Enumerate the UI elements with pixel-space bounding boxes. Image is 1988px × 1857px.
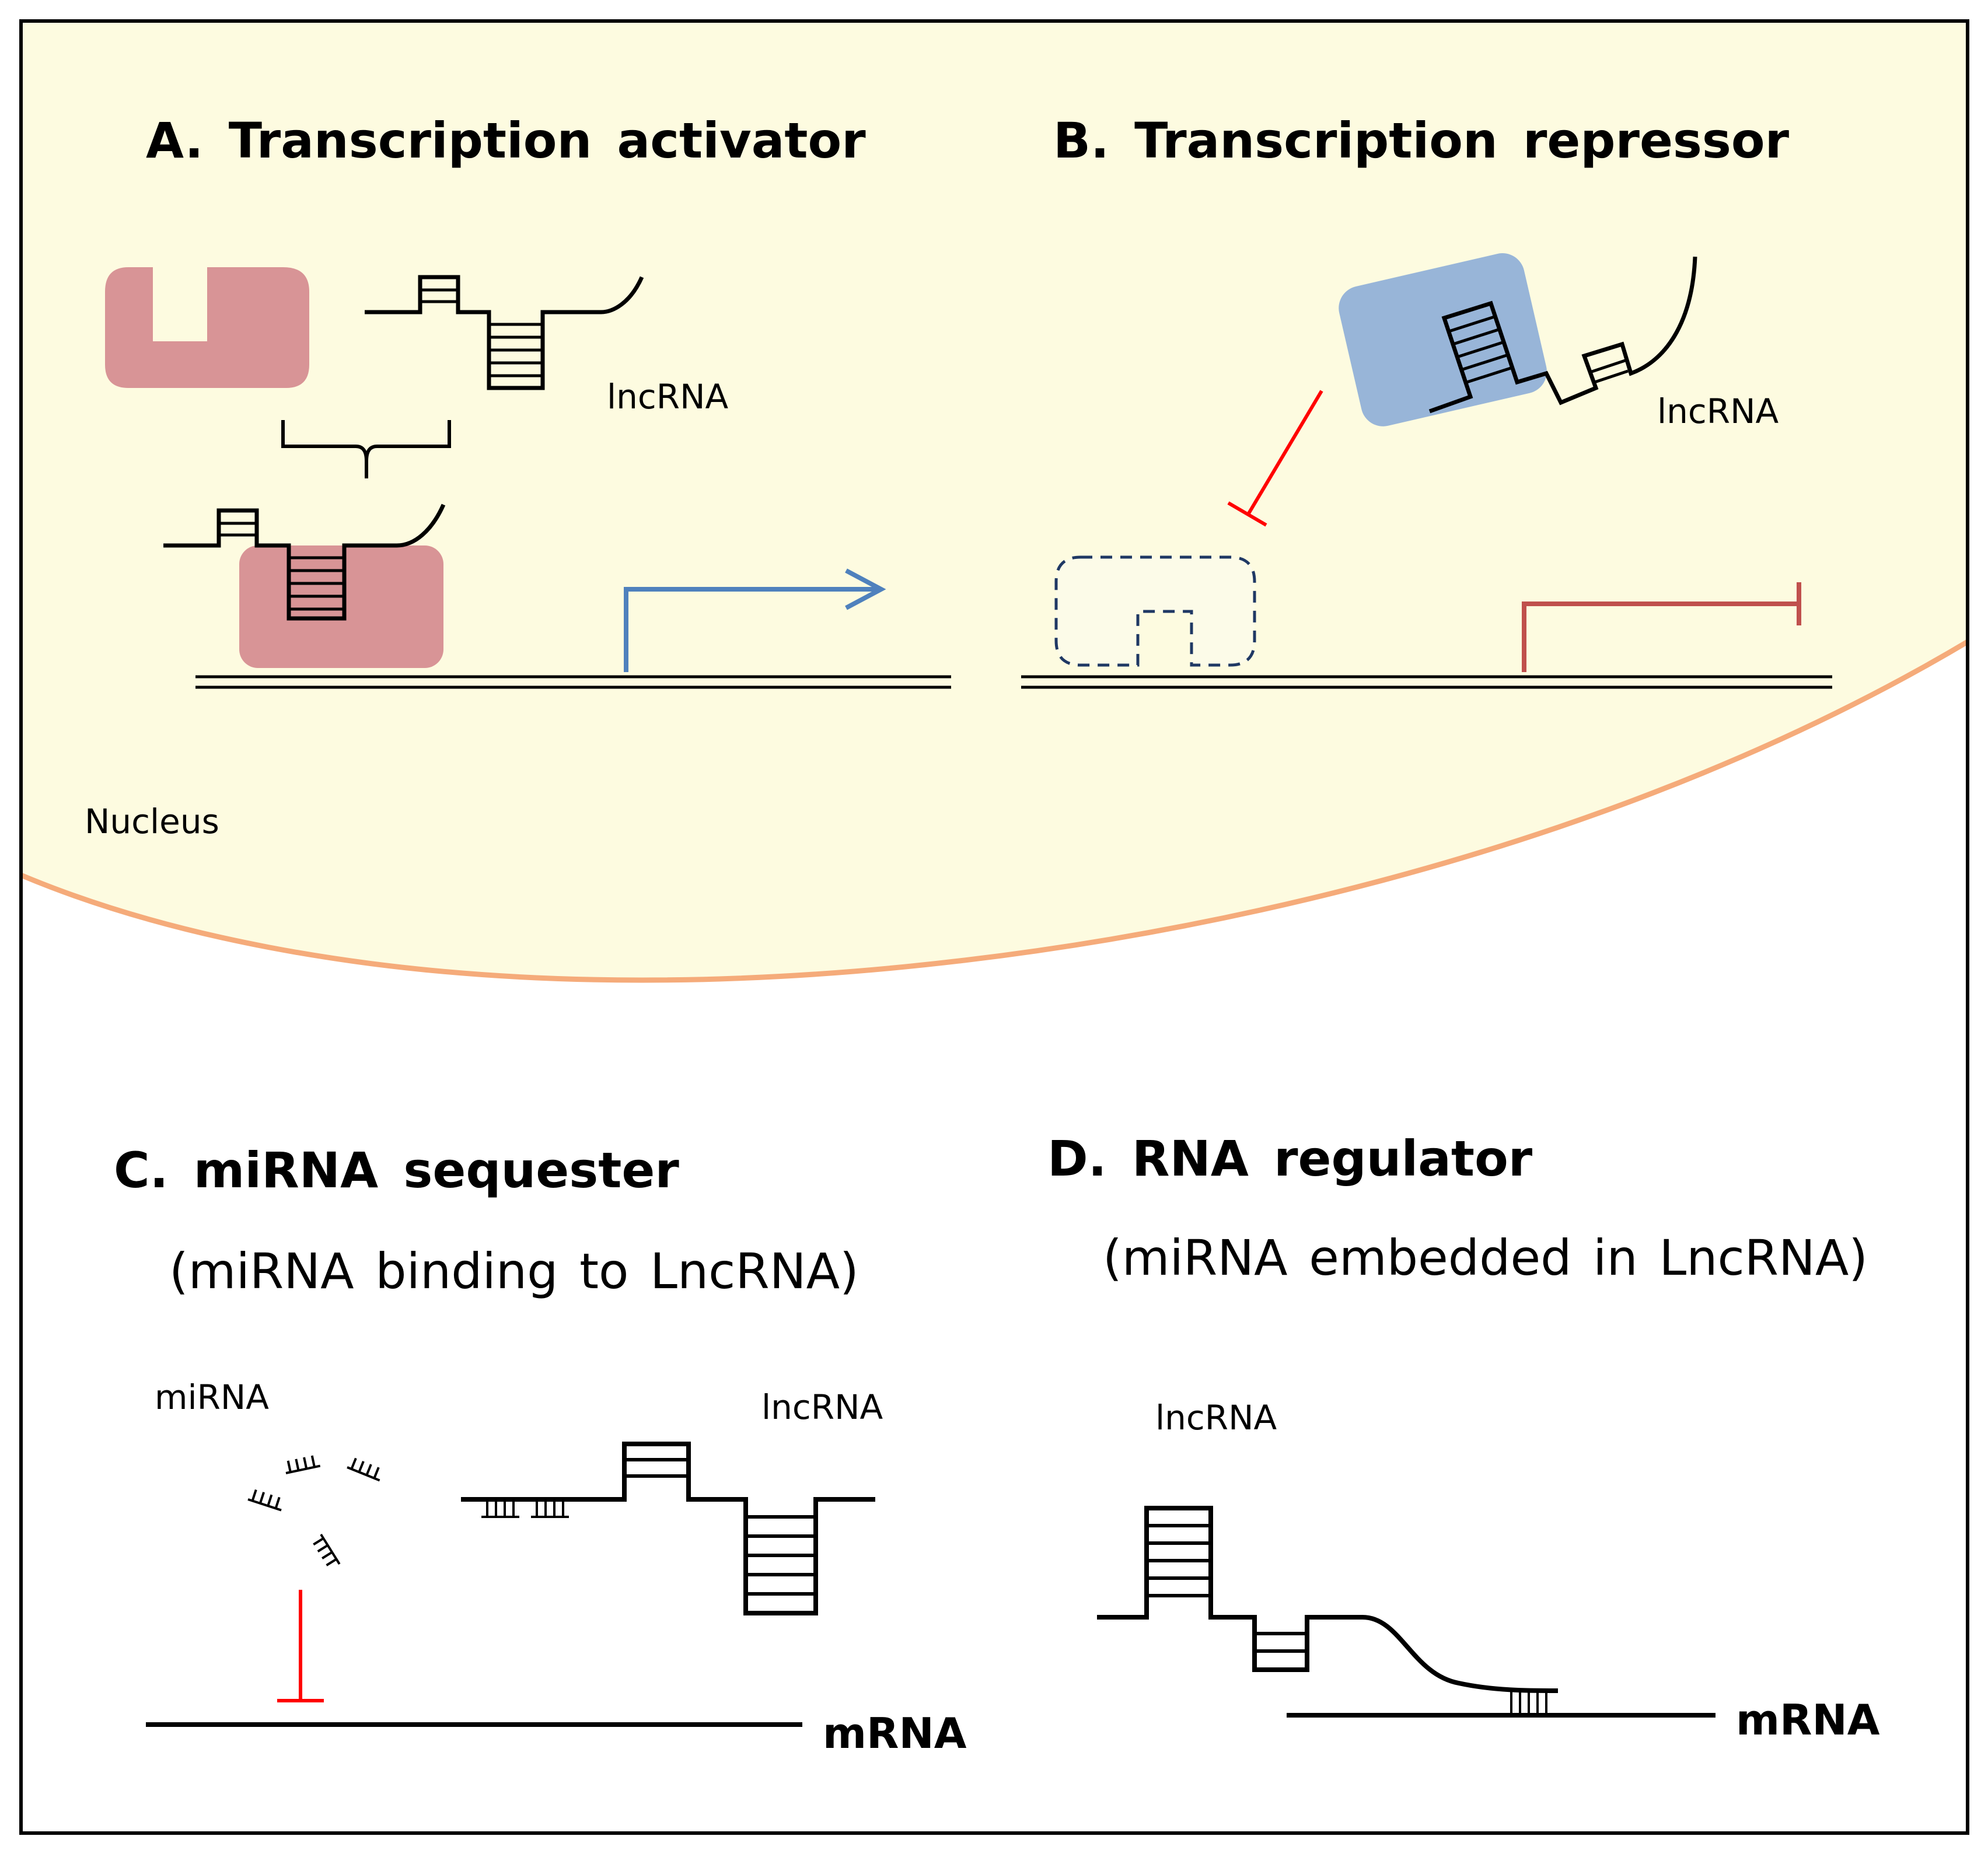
panel-a-lncrna-label: lncRNA: [607, 377, 728, 417]
bound-activator-protein-icon: [239, 545, 443, 668]
mrna-inhibition-icon: [277, 1590, 324, 1702]
panel-a-title: A. Transcription activator: [146, 112, 866, 169]
panel-b-title: B. Transcription repressor: [1053, 112, 1790, 169]
panel-c-mrna-label: mRNA: [823, 1709, 967, 1758]
bound-mirna-icon: [481, 1502, 569, 1518]
assembly-brace: [281, 420, 451, 478]
panel-c-subtitle: (miRNA binding to LncRNA): [169, 1243, 859, 1300]
panel-c-title: C. miRNA sequester: [114, 1142, 679, 1199]
dna-strand-b: [1021, 675, 1832, 689]
panel-d-subtitle: (miRNA embedded in LncRNA): [1103, 1229, 1868, 1286]
nucleus-membrane: [20, 639, 1969, 983]
bound-lncrna-icon: [163, 503, 446, 621]
repressor-protein-icon: [1339, 253, 1547, 426]
figure-frame: [19, 19, 1969, 1835]
panel-c-mirna-label: miRNA: [155, 1377, 269, 1417]
lncrna-stem-loop-icon: [365, 275, 644, 390]
panel-d-mrna-label: mRNA: [1736, 1695, 1880, 1744]
nucleus-label: Nucleus: [85, 802, 219, 841]
dna-strand-a: [195, 675, 951, 689]
blocked-transcription-arrow-icon: [1522, 582, 1801, 672]
displaced-activator-outline-icon: [1054, 555, 1256, 667]
sponge-lncrna-icon: [461, 1442, 875, 1615]
panel-d-title: D. RNA regulator: [1047, 1130, 1533, 1187]
mirna-fragment-icon: [247, 1455, 380, 1566]
transcription-start-arrow-icon: [624, 568, 886, 672]
mirna-pairing-icon: [1510, 1691, 1547, 1715]
embedded-mirna-lncrna-icon: [1097, 1506, 1559, 1693]
panel-d-lncrna-label: lncRNA: [1155, 1398, 1277, 1438]
repressor-lncrna-icon: [1428, 256, 1697, 414]
activator-protein-icon: [105, 267, 309, 388]
inhibition-bar-icon: [1227, 390, 1323, 527]
panel-b-lncrna-label: lncRNA: [1657, 391, 1779, 431]
panel-c-lncrna-label: lncRNA: [761, 1387, 883, 1427]
